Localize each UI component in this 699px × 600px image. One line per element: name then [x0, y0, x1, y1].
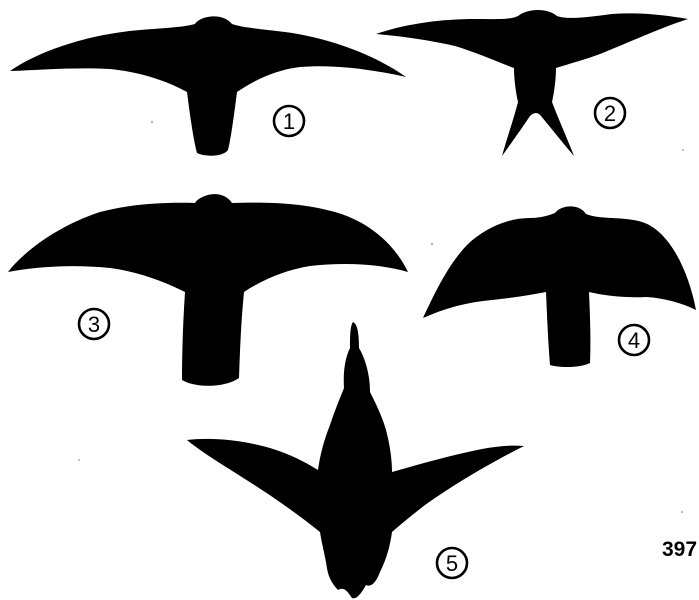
- bird-4-silhouette-icon: [423, 206, 696, 367]
- figure-marker-3: 3: [79, 309, 109, 339]
- figure-marker-1: 1: [274, 106, 304, 136]
- bird-1-silhouette-icon: [10, 16, 406, 155]
- figure-marker-5: 5: [437, 548, 467, 578]
- figure-label-4: 4: [628, 328, 640, 353]
- figure-label-3: 3: [88, 312, 100, 337]
- figure-label-2: 2: [604, 101, 616, 126]
- figure-label-5: 5: [446, 551, 458, 576]
- bird-2-silhouette-icon: [376, 10, 688, 156]
- figure-marker-2: 2: [595, 98, 625, 128]
- figure-marker-4: 4: [619, 325, 649, 355]
- figure-label-1: 1: [283, 109, 295, 134]
- page-number: 397: [662, 538, 697, 561]
